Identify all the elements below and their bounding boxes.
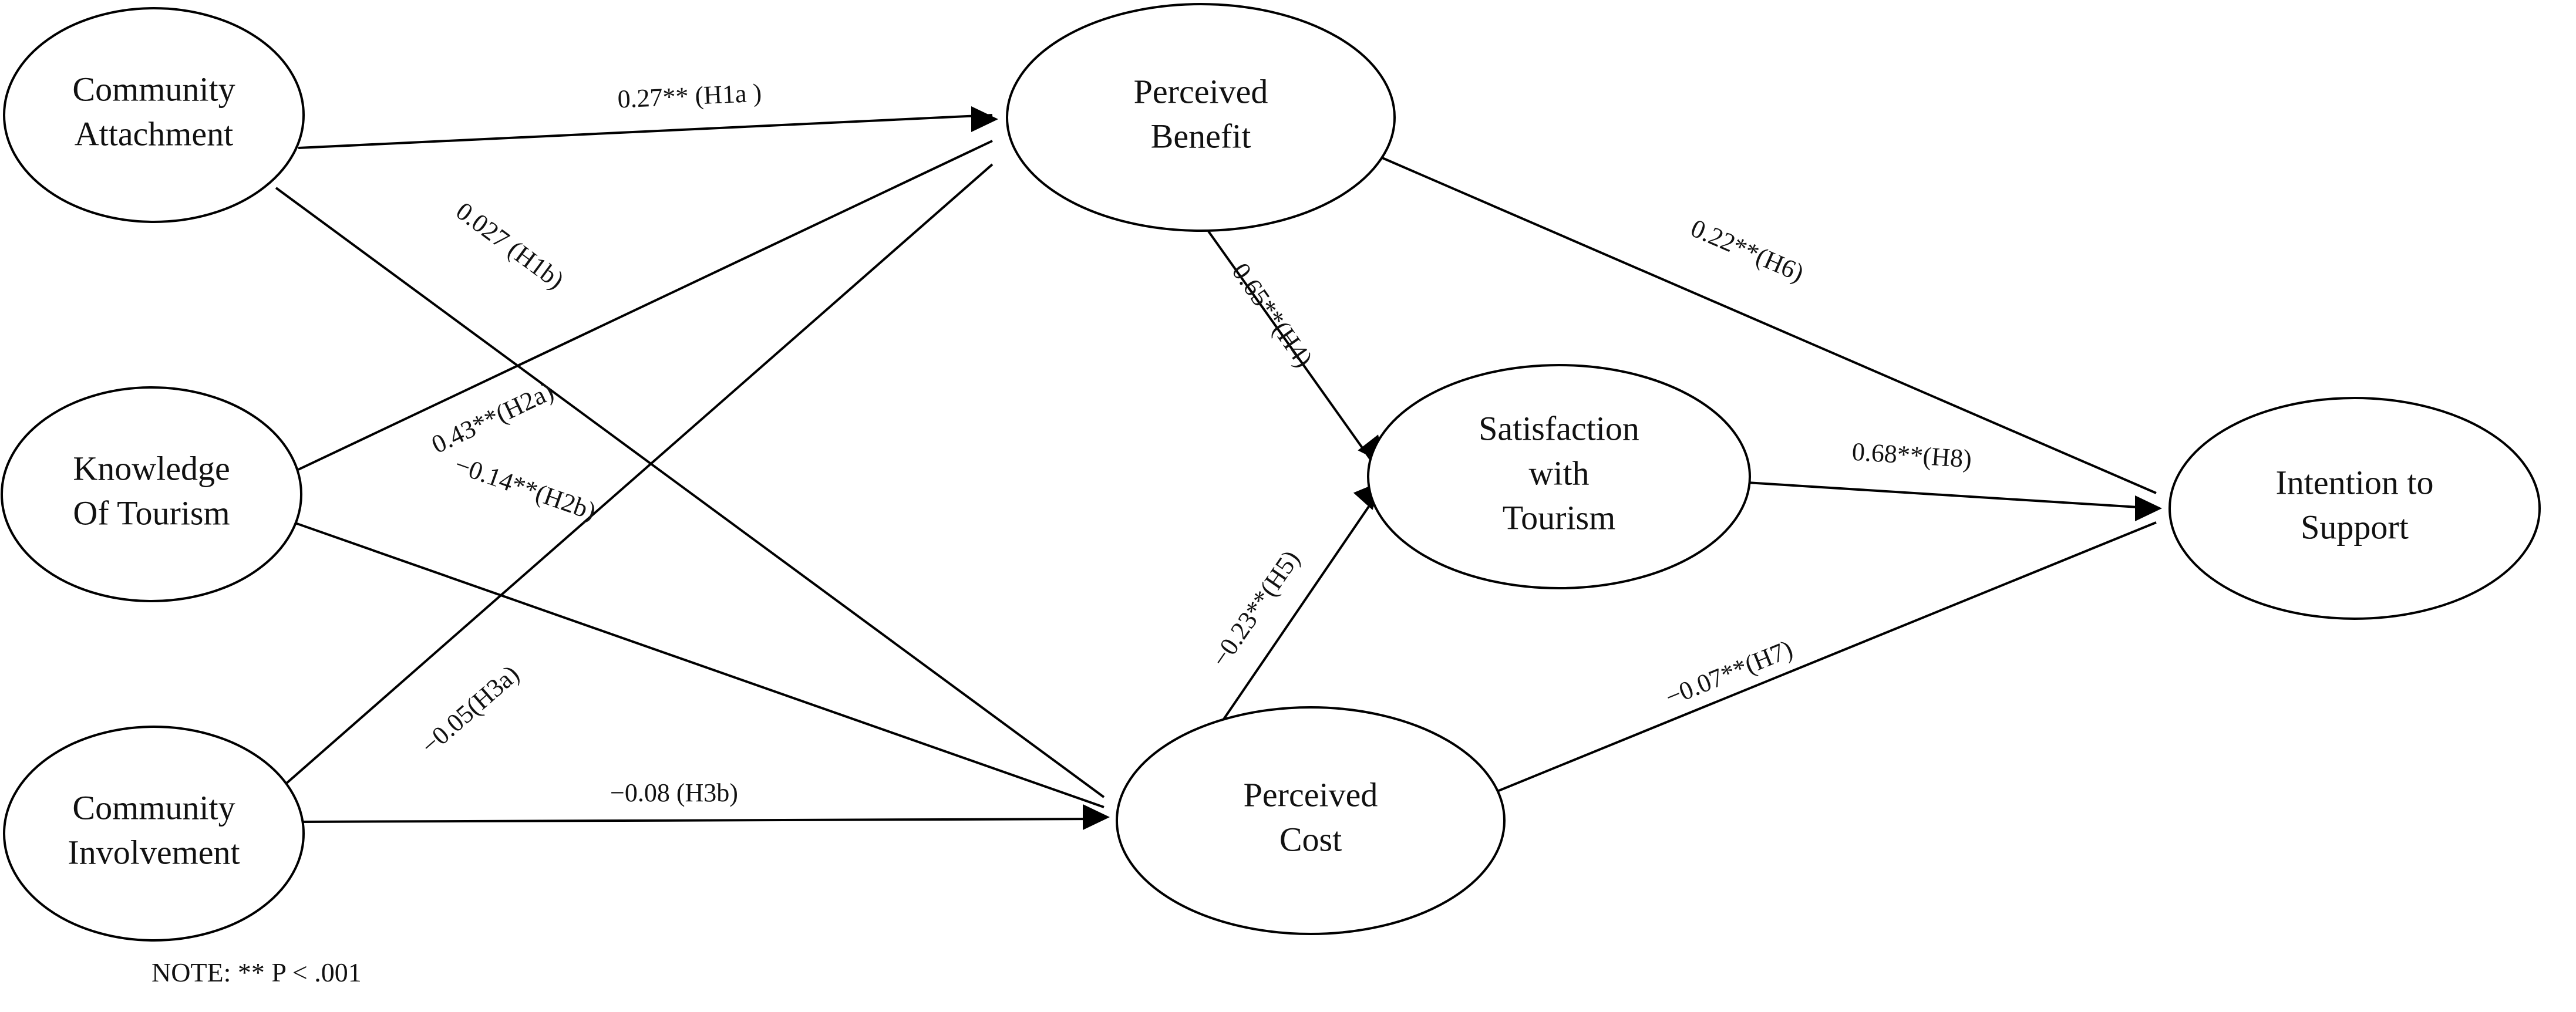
node-label-perceived-cost: Cost <box>1279 820 1342 858</box>
path-label-h1a: 0.27** (H1a ) <box>617 78 763 113</box>
node-ellipse-community-involvement <box>3 726 305 942</box>
node-label-community-involvement: Community <box>72 788 235 827</box>
path-line-h3a <box>275 163 994 794</box>
path-line-h2b <box>293 521 1105 808</box>
path-line-h4 <box>1207 230 1378 470</box>
node-label-perceived-benefit: Benefit <box>1151 117 1251 155</box>
path-line-h1a <box>298 114 993 149</box>
path-line-h7 <box>1491 521 2157 795</box>
node-label-intention-to-support: Intention to <box>2275 463 2433 501</box>
path-line-h2a <box>298 140 993 471</box>
node-ellipse-intention-to-support <box>2168 397 2541 620</box>
node-ellipse-perceived-benefit <box>1006 3 1396 232</box>
path-line-h1b <box>275 187 1105 798</box>
node-knowledge-of-tourism[interactable]: Knowledge Of Tourism <box>1 386 302 602</box>
path-label-h2b: −0.14**(H2b) <box>451 450 600 527</box>
path-line-h6 <box>1372 153 2157 494</box>
path-line-h8 <box>1746 481 2157 510</box>
path-label-h3b: −0.08 (H3b) <box>610 778 738 807</box>
node-ellipse-perceived-cost <box>1116 706 1506 935</box>
arrowhead-into-intention-to-support <box>2135 495 2162 521</box>
path-label-h8: 0.68**(H8) <box>1851 437 1973 474</box>
node-label-perceived-benefit: Perceived <box>1134 72 1268 110</box>
path-label-h3a: −0.05(H3a) <box>415 659 524 760</box>
note-significance: NOTE: ** P < .001 <box>151 957 362 987</box>
node-ellipse-satisfaction-with-tourism <box>1367 364 1751 589</box>
node-ellipse-knowledge-of-tourism <box>1 386 302 602</box>
path-line-h5 <box>1204 491 1380 748</box>
node-label-satisfaction-with-tourism: Satisfaction <box>1479 409 1639 447</box>
node-label-community-attachment: Attachment <box>75 114 234 153</box>
node-intention-to-support[interactable]: Intention to Support <box>2168 397 2541 620</box>
path-label-h5: −0.23**(H5) <box>1205 545 1305 672</box>
path-label-h7: −0.07**(H7) <box>1661 635 1796 712</box>
node-label-knowledge-of-tourism: Knowledge <box>73 449 230 487</box>
path-lines-layer <box>275 114 2157 823</box>
node-label-perceived-cost: Perceived <box>1244 775 1378 814</box>
path-label-h2a: 0.43**(H2a) <box>427 377 558 459</box>
arrowhead-into-perceived-benefit <box>971 106 998 132</box>
node-label-satisfaction-with-tourism: Tourism <box>1503 498 1616 537</box>
arrowhead-into-perceived-cost <box>1083 804 1110 830</box>
node-label-community-involvement: Involvement <box>68 833 240 871</box>
node-label-intention-to-support: Support <box>2301 508 2409 546</box>
path-label-h1b: 0.027 (H1b) <box>451 197 570 295</box>
node-label-community-attachment: Community <box>72 70 235 108</box>
node-label-knowledge-of-tourism: Of Tourism <box>73 494 230 532</box>
node-ellipse-community-attachment <box>3 7 305 223</box>
path-label-h4: 0.65**(H4) <box>1226 258 1318 372</box>
node-label-satisfaction-with-tourism: with <box>1528 454 1589 492</box>
path-line-h3b <box>300 818 1105 823</box>
path-label-h6: 0.22**(H6) <box>1686 214 1808 288</box>
